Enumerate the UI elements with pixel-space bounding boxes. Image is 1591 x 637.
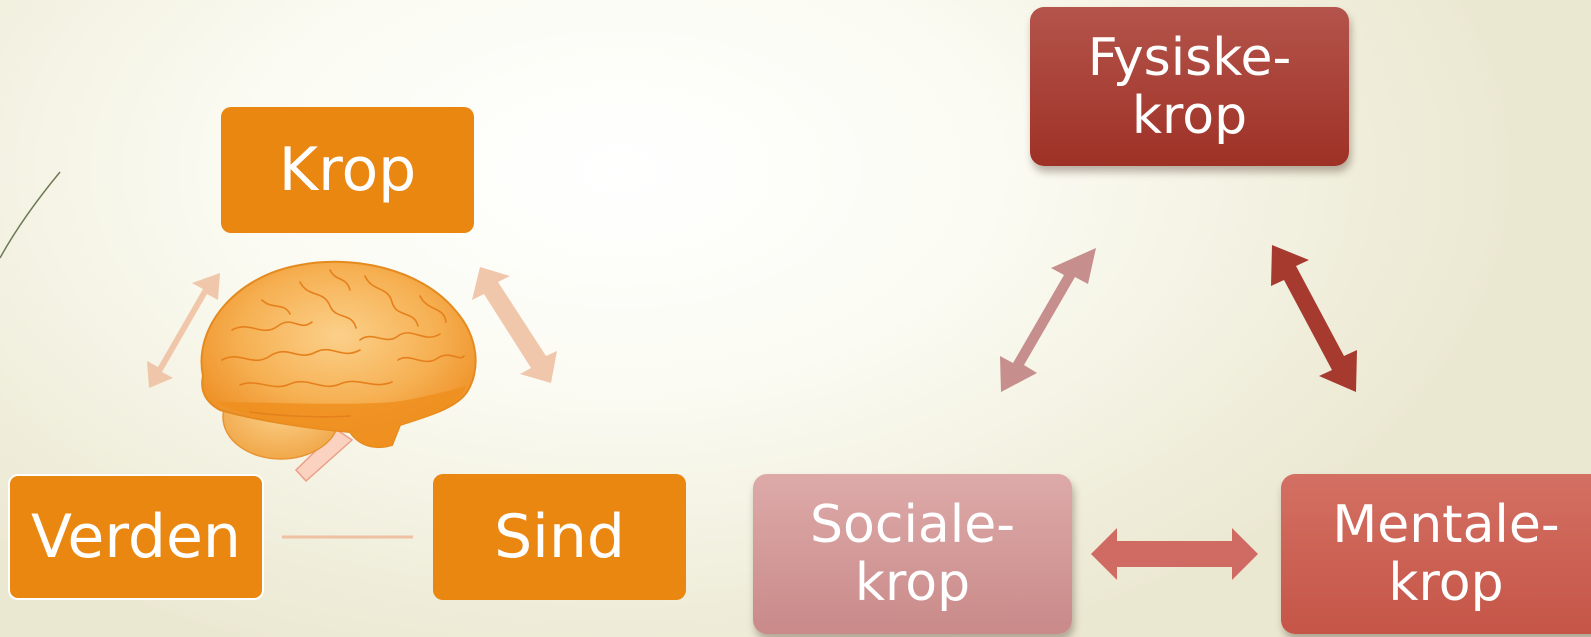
- brain-stem: [294, 429, 354, 483]
- arrow-sociale-mentale: [1091, 528, 1258, 580]
- node-mentale-label-line1: Mentale-: [1332, 495, 1560, 555]
- node-mentale-label-line2: krop: [1388, 553, 1504, 613]
- arrow-fysiske-sociale: [1000, 248, 1096, 392]
- node-krop-label: Krop: [278, 135, 417, 205]
- node-sociale-label-line2: krop: [854, 553, 971, 613]
- arrow-fysiske-mentale: [1271, 245, 1357, 392]
- decorative-corner-line: [0, 171, 61, 259]
- node-verden-label: Verden: [31, 502, 241, 572]
- node-fysiske-krop: Fysiske- krop: [1030, 7, 1349, 166]
- brain-folds: [221, 269, 465, 418]
- node-sociale-label-line1: Sociale-: [810, 495, 1015, 555]
- node-sociale-krop: Sociale- krop: [753, 474, 1072, 634]
- node-sind: Sind: [433, 474, 686, 600]
- node-verden: Verden: [8, 474, 264, 600]
- node-krop: Krop: [221, 107, 474, 233]
- node-sind-label: Sind: [494, 502, 625, 572]
- node-fysiske-label-line1: Fysiske-: [1087, 27, 1292, 88]
- node-mentale-krop: Mentale- krop: [1281, 474, 1591, 634]
- node-fysiske-label-line2: krop: [1131, 85, 1248, 146]
- arrow-krop-sind: [472, 267, 557, 383]
- arrow-krop-verden: [147, 273, 220, 388]
